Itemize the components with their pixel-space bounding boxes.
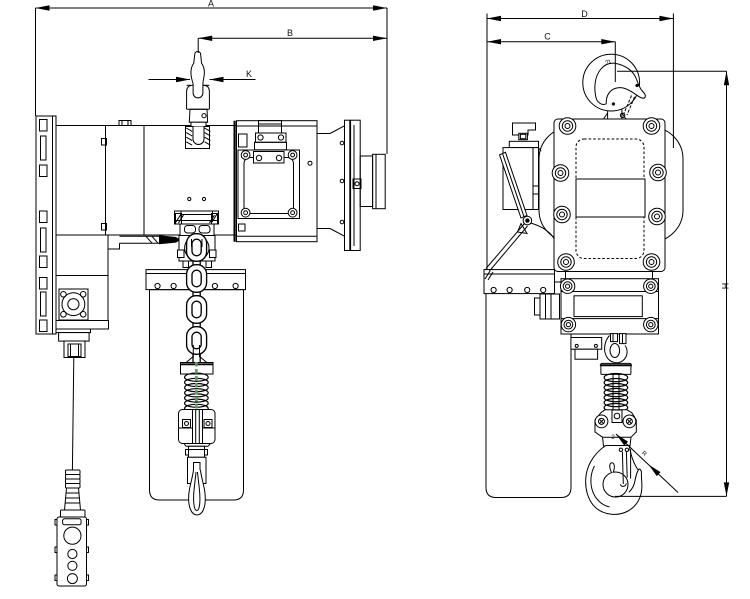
svg-text:2t: 2t bbox=[604, 58, 612, 67]
svg-text:K: K bbox=[246, 69, 252, 79]
svg-text:R: R bbox=[640, 451, 648, 459]
svg-text:A: A bbox=[208, 0, 214, 9]
svg-text:D: D bbox=[581, 9, 588, 19]
svg-text:H: H bbox=[720, 283, 730, 290]
svg-text:B: B bbox=[287, 28, 293, 38]
svg-text:C: C bbox=[544, 32, 551, 42]
svg-text:2: 2 bbox=[611, 435, 615, 441]
